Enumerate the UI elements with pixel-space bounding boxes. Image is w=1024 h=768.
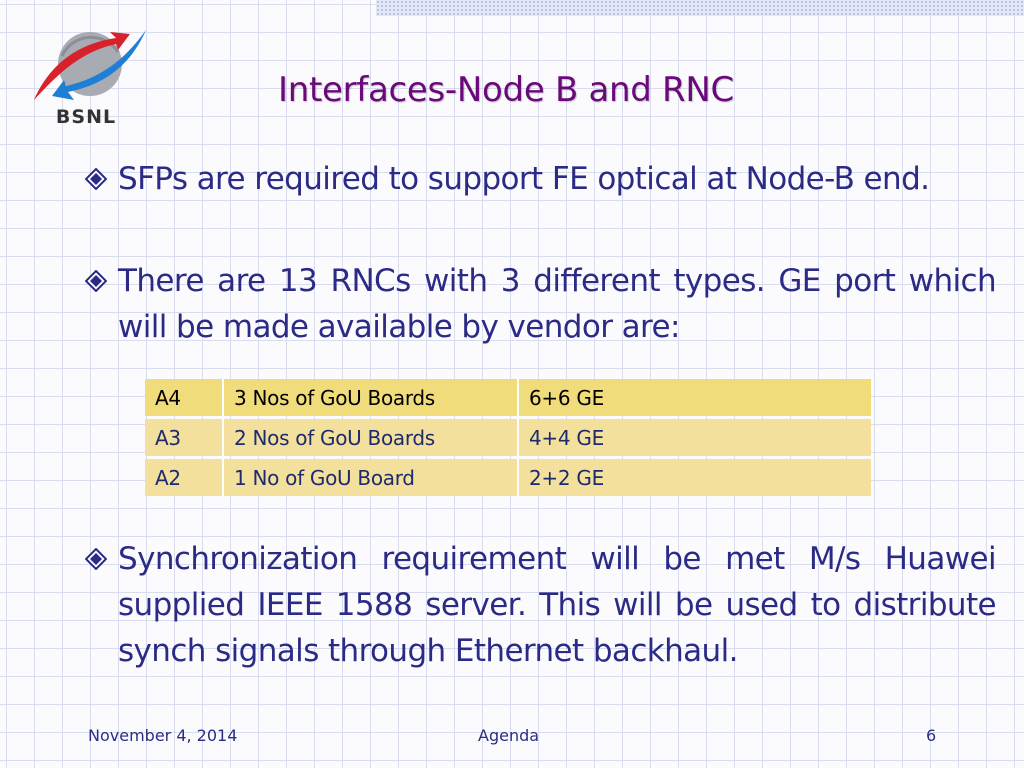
bullet-item: There are 13 RNCs with 3 different types…	[80, 258, 997, 350]
table-cell: A2	[145, 459, 224, 496]
table-cell: 1 No of GoU Board	[224, 459, 519, 496]
table-row: A3 2 Nos of GoU Boards 4+4 GE	[145, 419, 871, 456]
bullet-text: Synchronization requirement will be met …	[118, 541, 997, 669]
table-cell: 6+6 GE	[519, 379, 871, 416]
footer-center-text: Agenda	[478, 726, 540, 745]
bullet-text: There are 13 RNCs with 3 different types…	[118, 263, 997, 345]
table-cell: 3 Nos of GoU Boards	[224, 379, 519, 416]
table-row: A2 1 No of GoU Board 2+2 GE	[145, 459, 871, 496]
slide-title: Interfaces-Node B and RNC	[278, 70, 734, 110]
bullet-text: SFPs are required to support FE optical …	[118, 161, 930, 197]
footer-page-number: 6	[926, 726, 937, 745]
diamond-bullet-icon	[80, 156, 118, 196]
bullet-item: SFPs are required to support FE optical …	[80, 156, 996, 202]
footer-date: November 4, 2014	[88, 726, 238, 745]
table-row: A4 3 Nos of GoU Boards 6+6 GE	[145, 379, 871, 416]
bsnl-logo-text: BSNL	[55, 106, 117, 128]
bsnl-globe-icon	[34, 30, 146, 100]
table-cell: 4+4 GE	[519, 419, 871, 456]
table-cell: A3	[145, 419, 224, 456]
rnc-types-table: A4 3 Nos of GoU Boards 6+6 GE A3 2 Nos o…	[145, 376, 871, 499]
table-cell: A4	[145, 379, 224, 416]
table-cell: 2 Nos of GoU Boards	[224, 419, 519, 456]
table-cell: 2+2 GE	[519, 459, 871, 496]
diamond-bullet-icon	[80, 536, 118, 576]
top-decorative-band	[376, 0, 1024, 16]
diamond-bullet-icon	[80, 258, 118, 298]
bullet-item: Synchronization requirement will be met …	[80, 536, 997, 674]
bsnl-logo: BSNL	[30, 22, 150, 132]
